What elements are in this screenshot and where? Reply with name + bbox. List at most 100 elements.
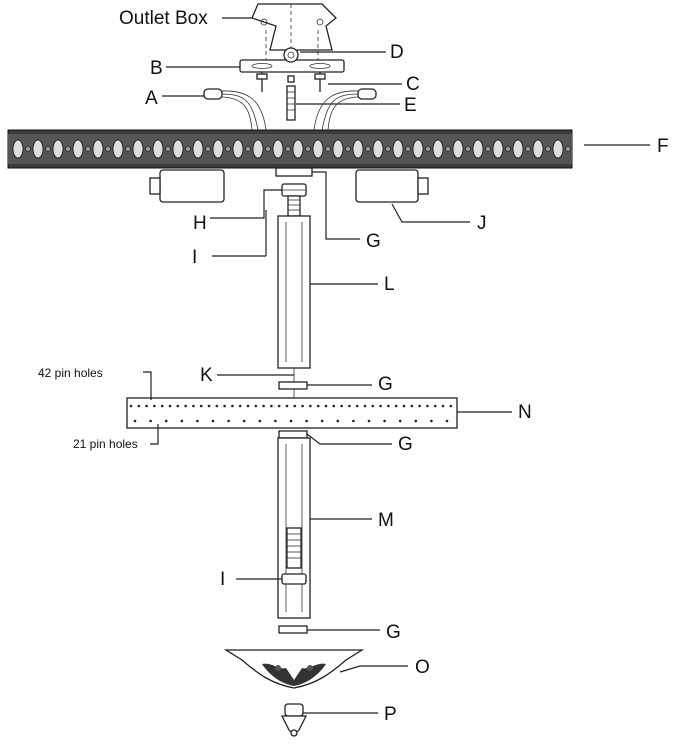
pin-hole (309, 404, 312, 408)
label-c: C (406, 74, 420, 95)
band-ornament-dot (125, 146, 131, 152)
pin-hole (133, 419, 137, 423)
label-g-lower: G (398, 434, 413, 455)
pin-hole (231, 404, 234, 408)
pin-hole (211, 419, 215, 423)
label-i-lower: I (220, 569, 225, 590)
pin-hole (149, 419, 152, 423)
canopy-band (7, 129, 573, 169)
pin-hole (160, 404, 164, 408)
pin-hole (274, 419, 277, 423)
pin-hole (340, 404, 343, 408)
band-ornament (192, 139, 204, 159)
bottom-cap (223, 649, 365, 689)
pin-hole (242, 419, 246, 423)
band-ornament-dot (45, 146, 51, 152)
mounting-screws (256, 72, 326, 121)
pin-hole (227, 419, 230, 423)
band-ornament (72, 139, 84, 159)
band-ornament (292, 139, 304, 159)
pin-hole (176, 404, 180, 408)
pin-hole (363, 404, 367, 408)
band-ornament (512, 139, 524, 159)
pin-hole (352, 419, 355, 423)
band-ornament-dot (25, 146, 31, 152)
band-ornament (272, 139, 284, 159)
pin-hole (262, 404, 265, 408)
center-rod-top (275, 167, 313, 217)
pin-hole (433, 404, 437, 408)
pin-hole (215, 404, 219, 408)
band-ornament-dot (225, 146, 231, 152)
pin-hole (316, 404, 320, 408)
band-ornament (12, 139, 24, 159)
pin-hole (289, 419, 293, 423)
pin-hole (426, 404, 429, 408)
pin-hole (402, 404, 406, 408)
band-ornament-dot (405, 146, 411, 152)
band-ornament (172, 139, 184, 159)
label-n: N (518, 402, 532, 423)
band-ornament-dot (85, 146, 91, 152)
band-ornament (52, 139, 64, 159)
pin-hole (270, 404, 273, 408)
label-outlet-box: Outlet Box (119, 8, 208, 29)
label-21-pin-holes: 21 pin holes (73, 437, 138, 451)
pin-hole (449, 404, 453, 408)
label-d: D (390, 42, 404, 63)
pin-hole (164, 419, 168, 423)
band-ornament-dot (245, 146, 251, 152)
pin-hole (441, 404, 445, 408)
pin-hole (277, 404, 281, 408)
band-ornament-dot (205, 146, 211, 152)
label-o: O (415, 657, 430, 678)
pin-hole (445, 419, 449, 423)
label-p: P (384, 704, 397, 725)
pin-hole (320, 419, 324, 423)
pin-hole (336, 419, 340, 423)
band-ornament (552, 139, 564, 159)
band-ornament (352, 139, 364, 159)
band-ornament (532, 139, 544, 159)
pin-hole (258, 419, 262, 423)
label-i-top: I (192, 247, 197, 268)
label-42-pin-holes: 42 pin holes (38, 366, 103, 380)
band-ornament-dot (345, 146, 351, 152)
pin-hole (414, 419, 418, 423)
band-ornament-dot (425, 146, 431, 152)
label-b: B (150, 58, 163, 79)
pin-hole (192, 404, 195, 408)
band-ornament (132, 139, 144, 159)
label-g-upper: G (378, 374, 393, 395)
band-ornament-dot (385, 146, 391, 152)
band-ornament-dot (545, 146, 551, 152)
pin-hole (383, 419, 386, 423)
pin-hole (246, 404, 250, 408)
label-g-bottom: G (386, 622, 401, 643)
pin-hole (394, 404, 398, 408)
band-ornament-dot (105, 146, 111, 152)
band-ornament (92, 139, 104, 159)
pin-hole (184, 404, 187, 408)
washer-g-lower (278, 430, 308, 439)
pin-hole (387, 404, 390, 408)
side-cylinders (149, 169, 429, 203)
label-k: K (200, 365, 213, 386)
pin-hole (430, 419, 433, 423)
band-ornament-dot (325, 146, 331, 152)
pin-hole (293, 404, 297, 408)
mounting-strap (239, 47, 345, 73)
band-ornament-dot (145, 146, 151, 152)
band-ornament-dot (305, 146, 311, 152)
pin-ring (126, 397, 458, 429)
band-ornament-dot (365, 146, 371, 152)
pin-hole (410, 404, 414, 408)
label-m: M (378, 510, 394, 531)
band-ornament (252, 139, 264, 159)
band-ornament (432, 139, 444, 159)
label-l: L (384, 274, 395, 295)
pin-hole (207, 404, 211, 408)
band-ornament (232, 139, 244, 159)
band-ornament (32, 139, 44, 159)
band-ornament-dot (465, 146, 471, 152)
